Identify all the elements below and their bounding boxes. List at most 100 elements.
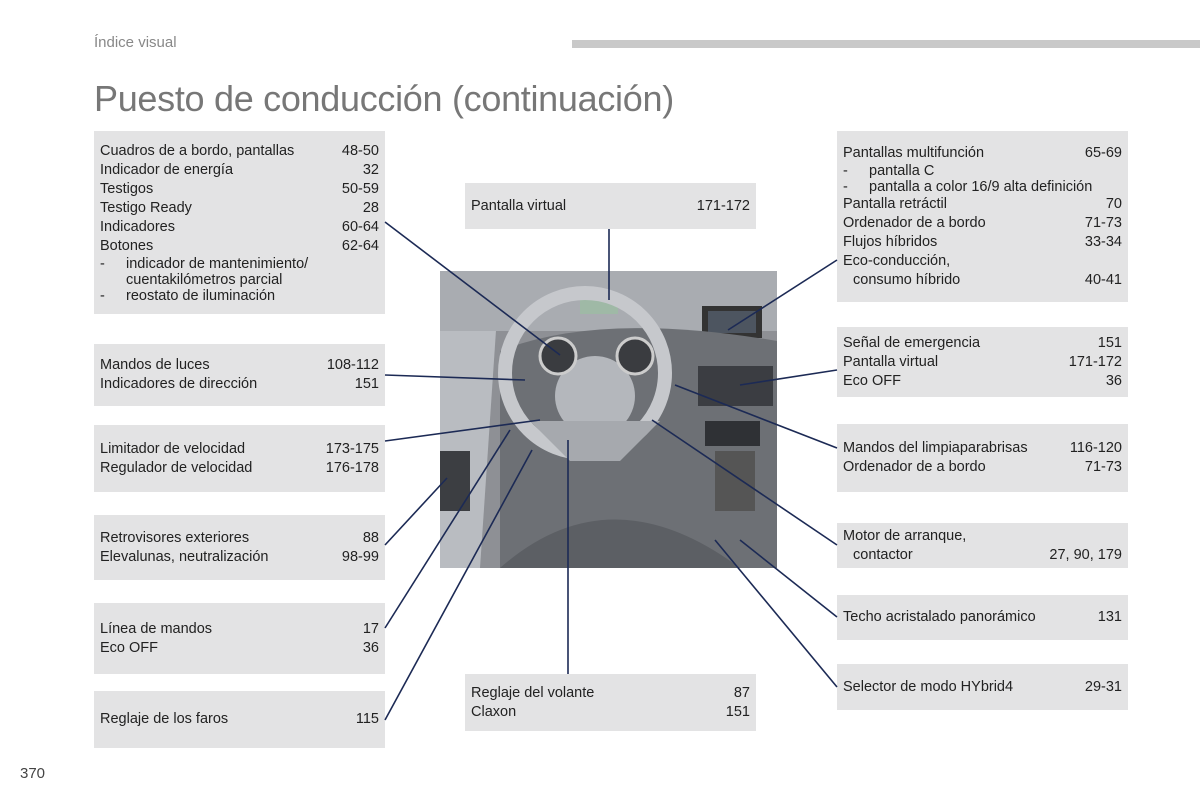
entry-page: 131 <box>1097 609 1122 625</box>
entry-page: 62-64 <box>341 237 379 254</box>
entry-label: Ordenador de a bordo <box>843 214 986 231</box>
entry-label: Reglaje del volante <box>471 684 595 701</box>
header-bar <box>572 40 1200 48</box>
entry-page: 27, 90, 179 <box>1049 546 1122 563</box>
entry-page: 48-50 <box>341 142 379 159</box>
entry-page: 115 <box>355 711 379 727</box>
entry-label: indicador de mantenimiento/ <box>100 256 308 272</box>
entry-page: 87 <box>733 684 750 701</box>
section-label: Índice visual <box>94 34 177 51</box>
entry-page: 33-34 <box>1084 233 1122 250</box>
entry-label: Testigos <box>100 180 154 197</box>
entry-page: 71-73 <box>1084 459 1122 475</box>
entry-page: 29-31 <box>1084 678 1122 695</box>
entry-page: 151 <box>354 376 379 392</box>
index-entry: Techo acristalado panorámico 131 <box>843 608 1122 627</box>
index-entry: Pantalla virtual 171-172 <box>843 353 1122 372</box>
entry-label: Pantalla retráctil <box>843 195 947 212</box>
entry-label: Elevalunas, neutralización <box>100 548 269 565</box>
entry-page: 70 <box>1105 195 1122 212</box>
entry-label: Limitador de velocidad <box>100 440 246 457</box>
entry-label: Selector de modo HYbrid4 <box>843 678 1014 695</box>
entry-page: 98-99 <box>341 548 379 565</box>
index-entry: Selector de modo HYbrid4 29-31 <box>843 678 1122 697</box>
index-box-r5: Techo acristalado panorámico 131 <box>837 595 1128 640</box>
index-entry: Reglaje del volante 87 <box>471 684 750 703</box>
entry-label: Eco-conducción, <box>843 252 951 269</box>
index-entry: Motor de arranque, <box>843 527 1122 546</box>
entry-label: Ordenador de a bordo <box>843 459 986 475</box>
index-entry: Ordenador de a bordo 71-73 <box>843 458 1122 477</box>
entry-page: 32 <box>362 161 379 178</box>
page-title: Puesto de conducción (continuación) <box>94 78 674 119</box>
entry-label: Botones <box>100 237 154 254</box>
index-entry: Elevalunas, neutralización 98-99 <box>100 548 379 567</box>
entry-label: Indicador de energía <box>100 161 234 178</box>
entry-page: 151 <box>1097 334 1122 351</box>
entry-page: 176-178 <box>325 459 379 476</box>
index-box-r6: Selector de modo HYbrid4 29-31 <box>837 664 1128 710</box>
entry-page: 36 <box>362 639 379 656</box>
index-entry: Cuadros de a bordo, pantallas 48-50 <box>100 142 379 161</box>
entry-label: Claxon <box>471 703 517 720</box>
entry-label: Pantalla virtual <box>471 197 567 214</box>
page-number: 370 <box>20 765 46 782</box>
entry-label: cuentakilómetros parcial <box>126 271 283 288</box>
entry-label: Motor de arranque, <box>843 527 967 544</box>
index-entry: pantalla a color 16/9 alta definición <box>843 179 1122 195</box>
entry-page: 50-59 <box>341 180 379 197</box>
index-entry: Testigo Ready 28 <box>100 199 379 218</box>
index-entry: Indicador de energía 32 <box>100 161 379 180</box>
entry-label: Pantalla virtual <box>843 353 939 370</box>
index-entry: Flujos híbridos 33-34 <box>843 233 1122 252</box>
index-entry: Testigos 50-59 <box>100 180 379 199</box>
entry-label: Regulador de velocidad <box>100 459 253 476</box>
entry-label: Flujos híbridos <box>843 233 938 250</box>
entry-label: pantalla C <box>843 163 934 179</box>
index-box-r4: Motor de arranque, contactor 27, 90, 179 <box>837 523 1128 568</box>
entry-page: 171-172 <box>1068 353 1122 370</box>
entry-page: 28 <box>362 199 379 216</box>
entry-page: 116-120 <box>1069 440 1122 456</box>
index-entry: Pantalla retráctil 70 <box>843 195 1122 214</box>
entry-page: 88 <box>362 529 379 546</box>
entry-label: Señal de emergencia <box>843 334 981 351</box>
entry-page: 151 <box>725 703 750 720</box>
entry-label: Indicadores de dirección <box>100 376 258 392</box>
entry-label: Testigo Ready <box>100 199 192 216</box>
entry-label: contactor <box>853 546 913 563</box>
index-entry: reostato de iluminación <box>100 288 379 304</box>
entry-label: Techo acristalado panorámico <box>843 609 1036 625</box>
entry-label: Línea de mandos <box>100 620 213 637</box>
entry-label: Cuadros de a bordo, pantallas <box>100 142 295 159</box>
entry-label: consumo híbrido <box>853 271 961 288</box>
index-entry: contactor 27, 90, 179 <box>843 546 1122 565</box>
index-entry: Indicadores de dirección 151 <box>100 375 379 394</box>
index-entry: Botones 62-64 <box>100 237 379 256</box>
index-entry: indicador de mantenimiento/ <box>100 256 379 272</box>
entry-label: Eco OFF <box>843 372 902 389</box>
entry-page: 65-69 <box>1084 144 1122 161</box>
index-entry: Eco-conducción, <box>843 252 1122 271</box>
index-entry: pantalla C <box>843 163 1122 179</box>
